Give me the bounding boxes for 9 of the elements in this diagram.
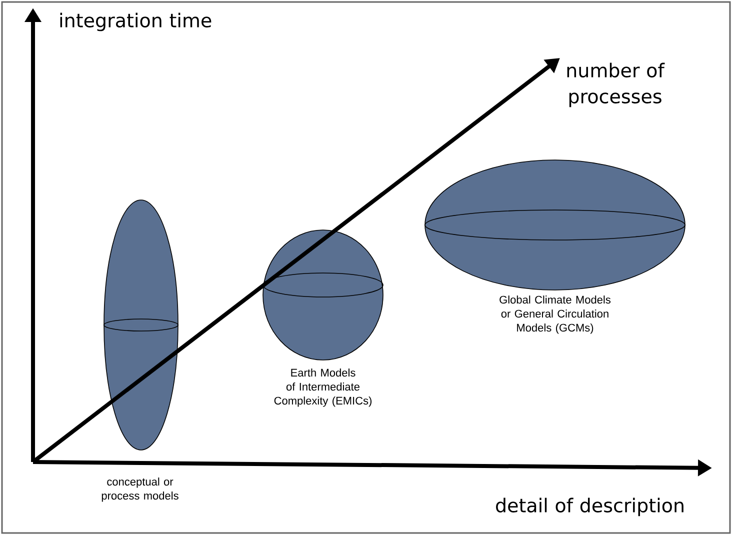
- axis-label: detail of description: [496, 498, 684, 516]
- ellipsoid-shape: [104, 200, 178, 450]
- model-caption: Earth Models of Intermediate Complexity (EMICs): [274, 368, 372, 407]
- axis-label: integration time: [60, 12, 212, 32]
- ellipsoid-shape: [262, 230, 384, 360]
- model-caption: Global Climate Models or General Circulation Models (GCMs): [500, 296, 610, 334]
- axis-label: number of processes: [567, 62, 665, 108]
- ellipsoid-shape: [424, 160, 686, 290]
- model-caption: conceptual or process models: [102, 478, 178, 502]
